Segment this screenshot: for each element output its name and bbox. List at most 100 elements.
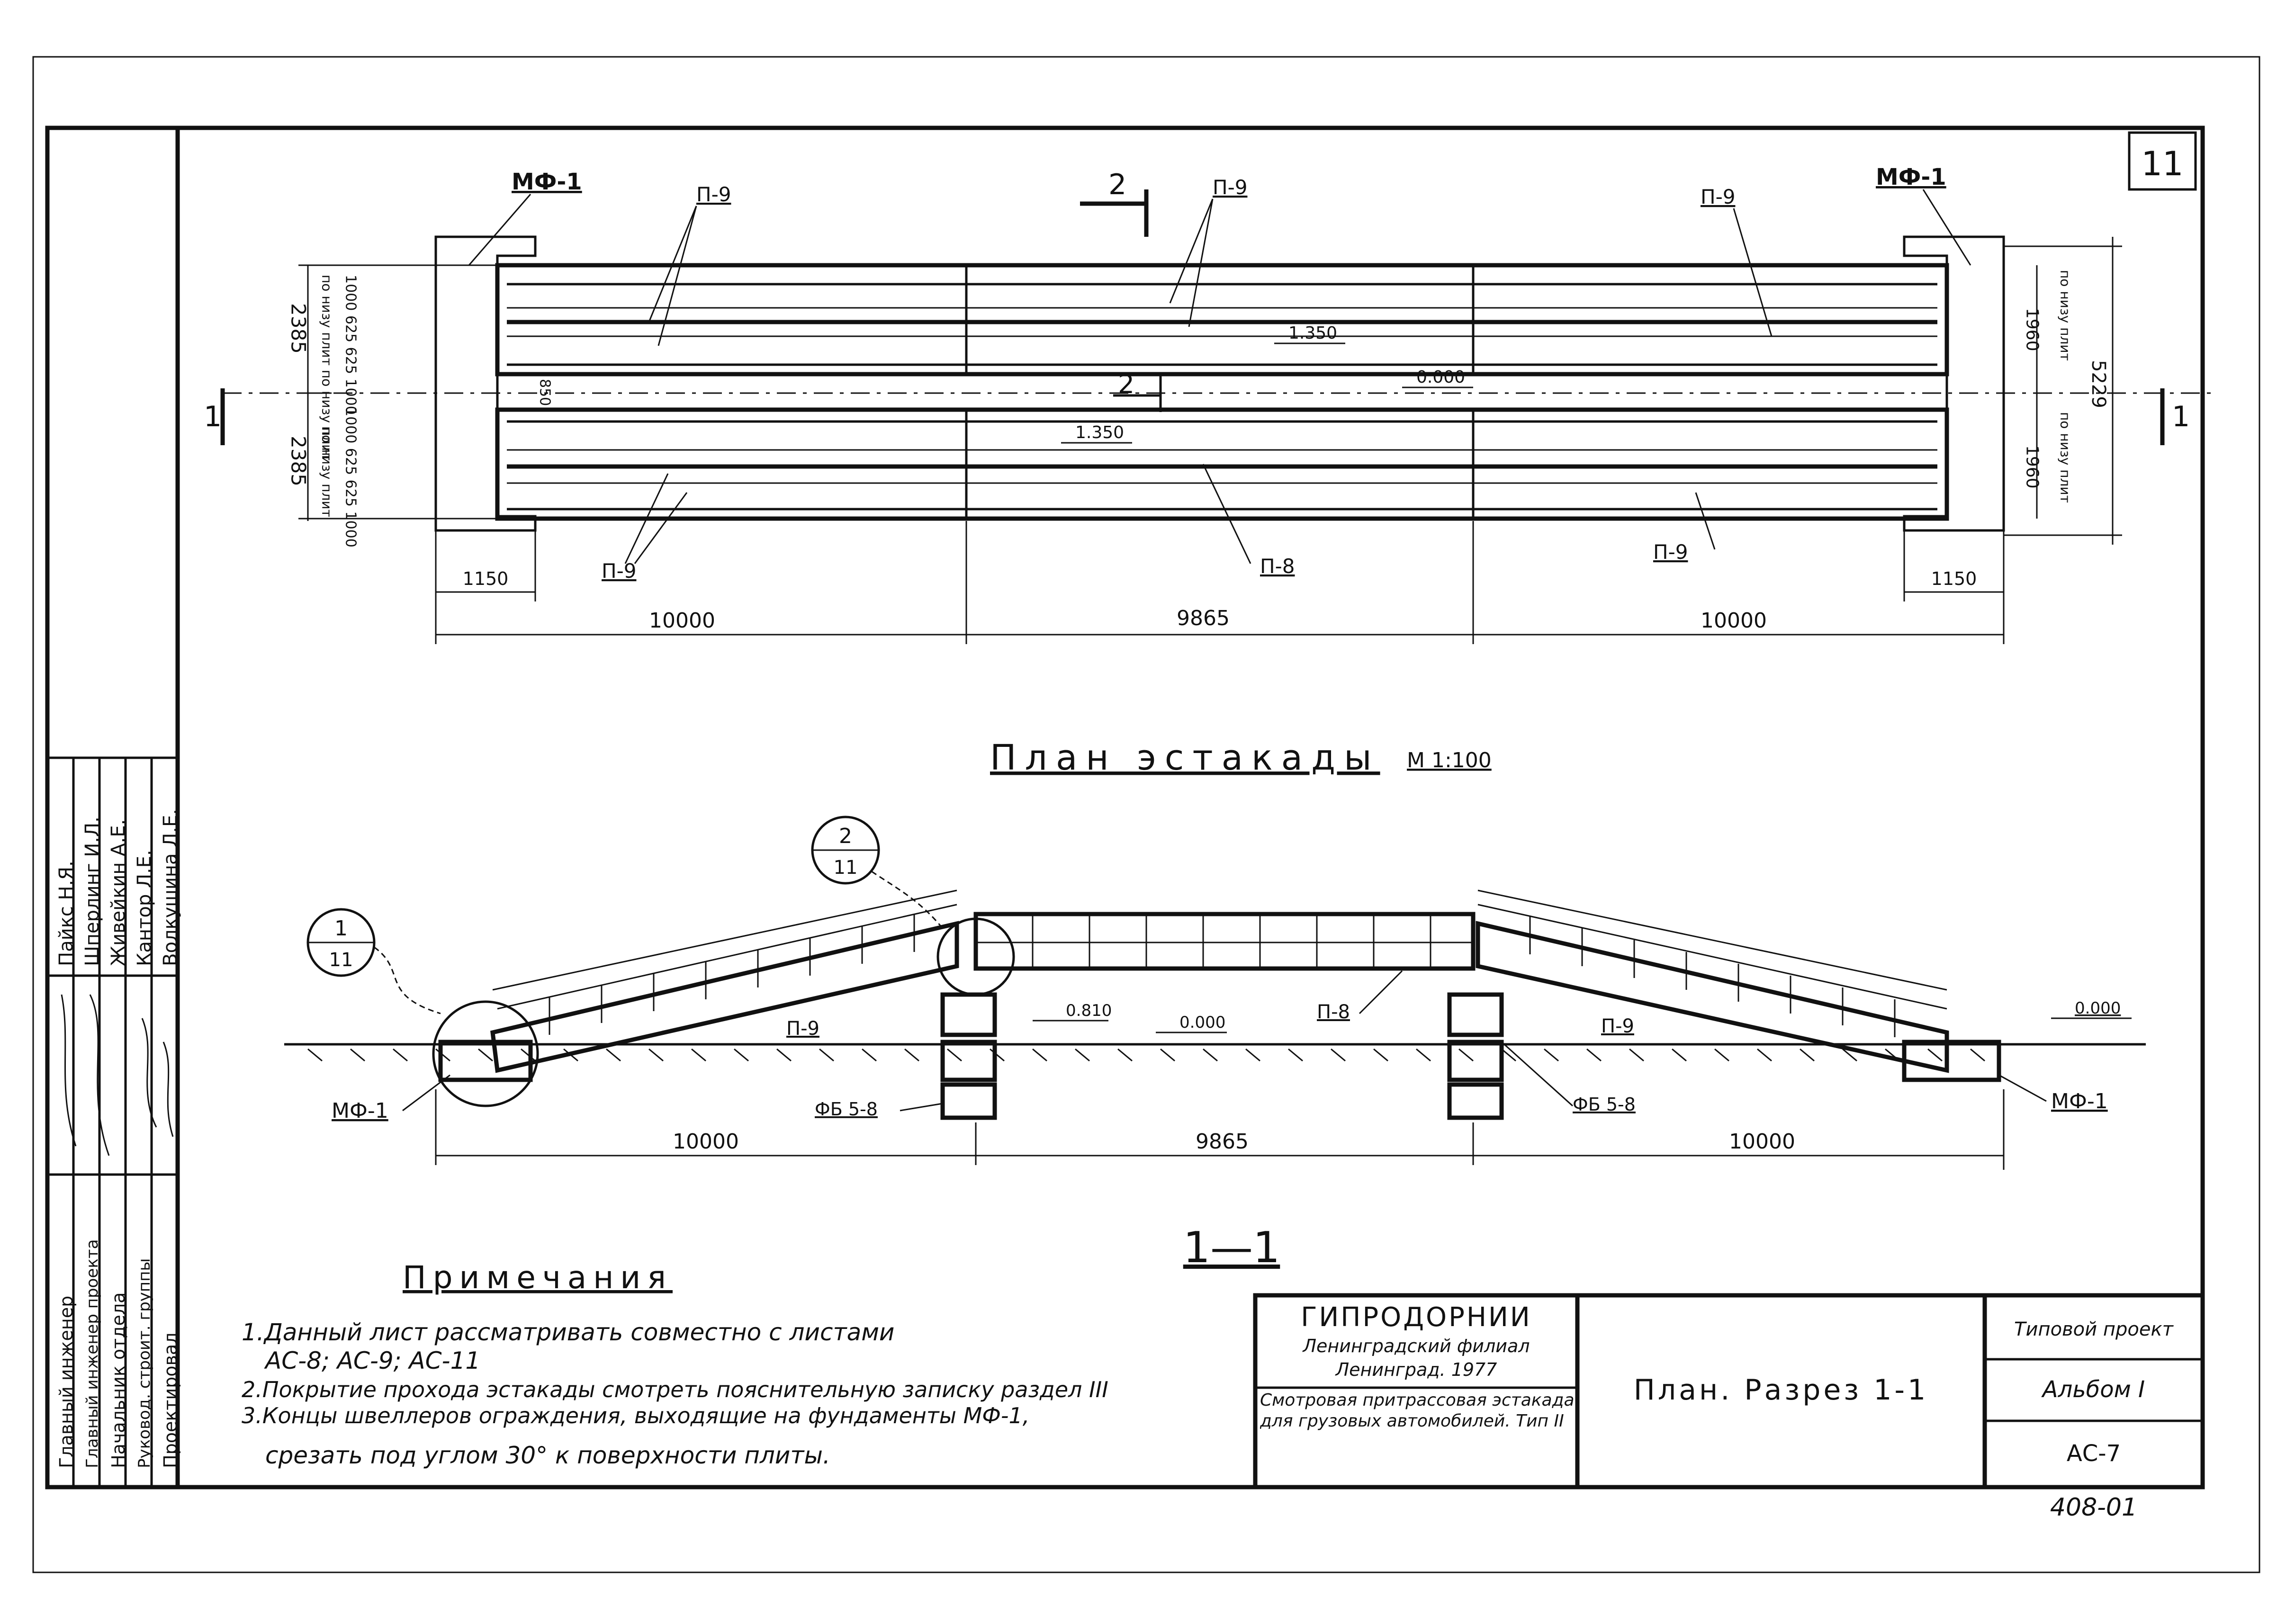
title-block-project-type: Типовой проект <box>2014 1319 2174 1340</box>
notes-line-5: срезать под углом 30° к поверхности плит… <box>265 1442 830 1469</box>
plan-p8-bot-mid-leader <box>1202 464 1251 564</box>
signature-name-1: Пайкс Н.Я. <box>55 861 77 966</box>
section-p8-mid-label: П-8 <box>1317 1001 1350 1023</box>
signature-scribble-2 <box>89 994 110 1156</box>
signature-scribble-4 <box>162 1041 174 1137</box>
plan-section-2-top: 2 <box>1108 168 1126 201</box>
section-fb-right-leader <box>1501 1041 1574 1107</box>
signature-name-3: Живейкин А.Е. <box>108 819 129 966</box>
plan-p9-top-mid-leader-2 <box>1188 198 1214 327</box>
section-p9-left-label: П-9 <box>786 1018 819 1040</box>
plan-dim-end-left: 1150 <box>463 568 509 589</box>
plan-elev-3: 0.000 <box>1416 368 1465 387</box>
plan-p9-bot-left-label: П-9 <box>602 559 636 583</box>
section-support-left-2 <box>940 1040 997 1082</box>
plan-p9-top-mid-label: П-9 <box>1213 176 1247 199</box>
sheet-border-outer <box>32 56 2260 1573</box>
notes-line-4: 3.Концы швеллеров ограждения, выходящие … <box>242 1403 1029 1428</box>
plan-mf-right-leader <box>1922 189 1971 266</box>
plan-p9-bot-right-label: П-9 <box>1653 540 1688 564</box>
plan-dim-right-upper-note: по низу плит <box>2058 270 2073 361</box>
section-support-right-1 <box>1447 992 1504 1037</box>
section-callout-1-bot: 11 <box>329 949 353 971</box>
album-code: 408-01 <box>2050 1493 2137 1522</box>
plan-dim-left-upper-detail: 1000 625 625 1000 <box>342 275 359 415</box>
notes-line-3: 2.Покрытие прохода эстакады смотреть поя… <box>242 1377 1108 1402</box>
plan-dim-gap: 850 <box>537 379 553 406</box>
notes-block: Примечания 1.Данный лист рассматривать с… <box>242 1259 1108 1469</box>
notes-title: Примечания <box>403 1259 673 1296</box>
section-support-right-3 <box>1447 1082 1504 1120</box>
section-elev-c: 0.000 <box>2075 999 2121 1018</box>
section-support-left-3 <box>940 1082 997 1120</box>
section-mf-left <box>438 1040 533 1082</box>
plan-title: План эстакады <box>990 737 1380 778</box>
notes-line-1: 1.Данный лист рассматривать совместно с … <box>242 1319 894 1346</box>
plan-dim-left-upper: 2385 <box>287 303 310 354</box>
section-mf-left-label: МФ-1 <box>332 1099 388 1123</box>
plan-elev-2: 1.350 <box>1075 423 1124 442</box>
title-block-city-year: Ленинград. 1977 <box>1335 1359 1497 1380</box>
section-support-left-1 <box>940 992 997 1037</box>
section-right-ramp-grid <box>1477 904 1947 1037</box>
section-ground-hatch <box>307 1048 1985 1062</box>
plan-mf-right-label: МФ-1 <box>1876 164 1946 190</box>
plan-dim-right-lower: 1960 <box>2023 445 2042 489</box>
plan-dim-left-lower-detail: 1000 625 625 1000 <box>342 407 359 547</box>
section-fb-left-label: ФБ 5-8 <box>815 1099 878 1120</box>
plan-dim-left-lower-note: по низу плит <box>319 426 335 517</box>
plan-section-2-mid: 2 <box>1118 369 1134 399</box>
signature-role-5: Проектировал <box>160 1333 181 1468</box>
title-block-sheet-code: АС-7 <box>2067 1440 2121 1467</box>
section-callout-2-leader <box>871 870 944 929</box>
plan-mf-left-label: МФ-1 <box>512 169 582 195</box>
section-left-ramp-grid <box>497 904 957 1035</box>
signature-role-3: Начальник отдела <box>108 1292 129 1468</box>
title-block-sheet-title: План. Разрез 1-1 <box>1634 1373 1928 1407</box>
title-block-branch: Ленинградский филиал <box>1302 1336 1530 1356</box>
section-elev-a: 0.810 <box>1066 1001 1112 1020</box>
sheet-border-inner <box>45 126 2205 1489</box>
plan-p9-bot-left-leader-2 <box>634 492 688 564</box>
plan-dim-right-upper: 1960 <box>2023 308 2042 351</box>
signature-strip: Главный инженер Главный инженер проекта … <box>46 756 181 1489</box>
plan-p9-top-mid-leader-1 <box>1169 198 1214 304</box>
plan-section-1-right: 1 <box>2172 400 2190 433</box>
plan-p9-top-left-leader-2 <box>657 206 697 346</box>
section-callout-2-bot: 11 <box>834 857 858 879</box>
signature-scribble-1 <box>61 994 77 1147</box>
section-dim-w-left: 10000 <box>673 1130 739 1154</box>
plan-p8-bot-mid-label: П-8 <box>1260 555 1295 578</box>
plan-section-1-left: 1 <box>204 400 222 433</box>
plan-dim-left-lower: 2385 <box>287 436 310 486</box>
section-mf-right-leader <box>1998 1074 2047 1102</box>
section-callout-1-leader <box>374 946 441 1014</box>
signature-frame <box>46 756 179 1489</box>
section-mf-left-leader <box>402 1074 450 1112</box>
plan-dim-w-left: 10000 <box>649 609 715 633</box>
plan-dim-right-lower-note: по низу плит <box>2058 412 2073 503</box>
section-right-ramp-top <box>1477 889 1947 991</box>
section-dim-w-mid: 9865 <box>1196 1130 1249 1154</box>
signature-scribble-3 <box>141 1018 157 1128</box>
plan-elev-1: 1.350 <box>1288 323 1337 343</box>
sheet-number-box <box>2128 131 2197 191</box>
section-left-ramp-top <box>492 889 957 991</box>
section-right-ramp <box>1476 921 1949 1073</box>
signature-role-1: Главный инженер <box>56 1296 77 1468</box>
plan-dim-w-mid: 9865 <box>1177 606 1230 630</box>
section-fb-left-leader <box>900 1103 943 1112</box>
title-block-org: ГИПРОДОРНИИ <box>1301 1302 1532 1333</box>
plan-mf-right <box>1903 235 2005 532</box>
title-block-album: Альбом I <box>2041 1376 2145 1403</box>
section-p9-right-label: П-9 <box>1601 1015 1634 1037</box>
plan-dim-left-upper-note: по низу плит по низу плит <box>319 275 335 461</box>
plan-p9-top-right-leader <box>1733 208 1773 337</box>
plan-lower-lane <box>495 407 1949 521</box>
section-callout-2-top: 2 <box>839 824 852 848</box>
section-fb-right-label: ФБ 5-8 <box>1573 1094 1636 1115</box>
section-p8-mid-leader <box>1359 970 1403 1014</box>
title-block-description-box: Смотровая притрассовая эстакада для груз… <box>1260 1391 1575 1431</box>
section-dim-w-right: 10000 <box>1729 1130 1795 1154</box>
